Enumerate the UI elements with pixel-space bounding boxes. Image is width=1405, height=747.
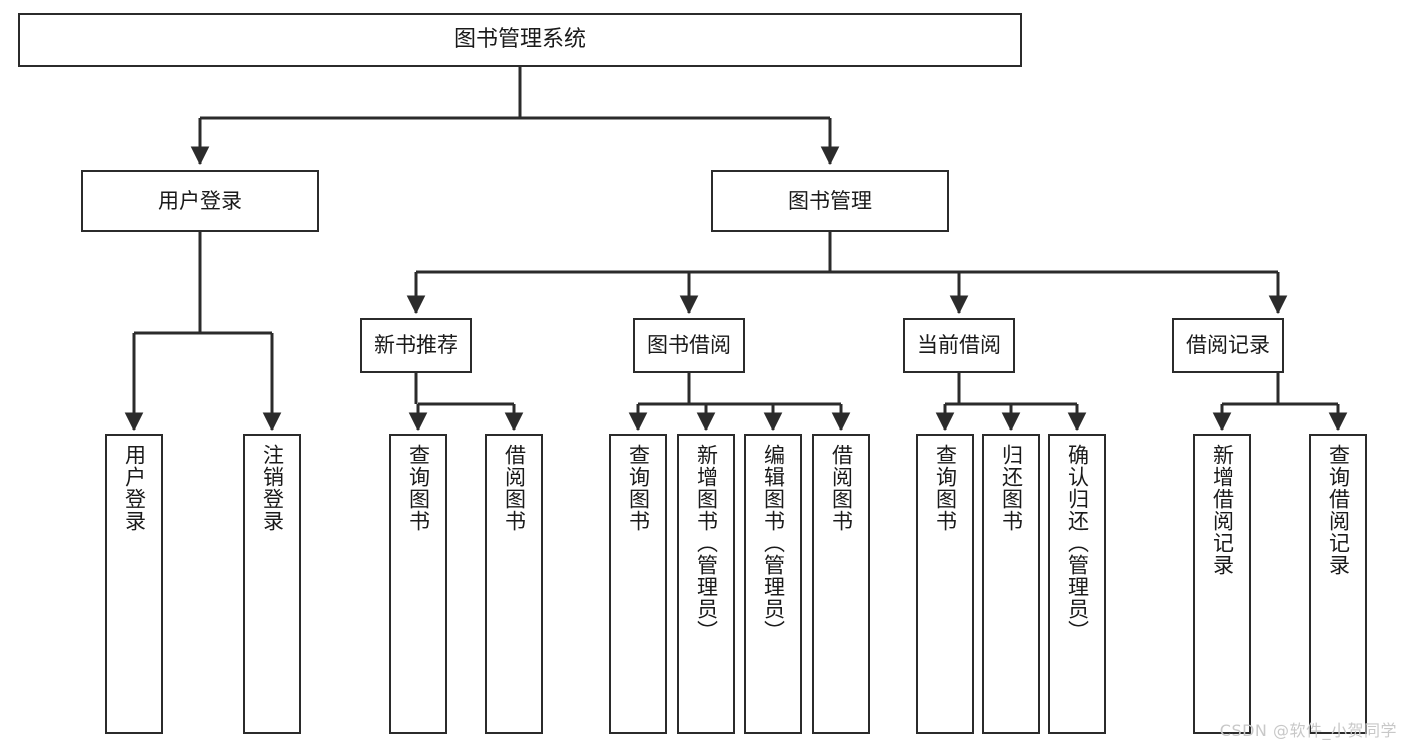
node-leaf-query-book-3[interactable]: 查询图书: [916, 434, 974, 734]
node-label: 确认归还（管理员）: [1065, 444, 1090, 642]
node-book-borrow[interactable]: 图书借阅: [633, 318, 745, 373]
node-label: 新书推荐: [374, 333, 458, 358]
node-label: 图书借阅: [647, 333, 731, 358]
node-leaf-edit-book[interactable]: 编辑图书（管理员）: [744, 434, 802, 734]
node-label: 新增借阅记录: [1210, 444, 1235, 576]
node-leaf-borrow-book-1[interactable]: 借阅图书: [485, 434, 543, 734]
node-label: 查询图书: [933, 444, 958, 532]
node-label: 借阅记录: [1186, 333, 1270, 358]
node-book-management[interactable]: 图书管理: [711, 170, 949, 232]
node-label: 借阅图书: [502, 444, 527, 532]
node-label: 编辑图书（管理员）: [761, 444, 786, 642]
node-label: 用户登录: [158, 188, 242, 213]
node-leaf-user-login[interactable]: 用户登录: [105, 434, 163, 734]
node-leaf-query-book-1[interactable]: 查询图书: [389, 434, 447, 734]
node-label: 用户登录: [122, 444, 147, 532]
node-leaf-add-book[interactable]: 新增图书（管理员）: [677, 434, 735, 734]
node-label: 查询图书: [626, 444, 651, 532]
node-label: 查询图书: [406, 444, 431, 532]
node-leaf-query-book-2[interactable]: 查询图书: [609, 434, 667, 734]
node-leaf-confirm-return[interactable]: 确认归还（管理员）: [1048, 434, 1106, 734]
node-label: 归还图书: [999, 444, 1024, 532]
node-label: 图书管理: [788, 188, 872, 213]
node-current-borrow[interactable]: 当前借阅: [903, 318, 1015, 373]
node-label: 注销登录: [260, 444, 285, 532]
node-label: 图书管理系统: [453, 27, 586, 53]
node-label: 借阅图书: [829, 444, 854, 532]
node-new-book-recommend[interactable]: 新书推荐: [360, 318, 472, 373]
node-borrow-record[interactable]: 借阅记录: [1172, 318, 1284, 373]
node-leaf-query-record[interactable]: 查询借阅记录: [1309, 434, 1367, 734]
node-label: 查询借阅记录: [1326, 444, 1351, 576]
node-user-login[interactable]: 用户登录: [81, 170, 319, 232]
node-root-system[interactable]: 图书管理系统: [18, 13, 1022, 67]
csdn-watermark: CSDN @软件_小贺同学: [1219, 721, 1397, 740]
node-leaf-borrow-book-2[interactable]: 借阅图书: [812, 434, 870, 734]
node-leaf-return-book[interactable]: 归还图书: [982, 434, 1040, 734]
node-leaf-add-record[interactable]: 新增借阅记录: [1193, 434, 1251, 734]
node-leaf-logout-login[interactable]: 注销登录: [243, 434, 301, 734]
node-label: 当前借阅: [917, 333, 1001, 358]
node-label: 新增图书（管理员）: [694, 444, 719, 642]
